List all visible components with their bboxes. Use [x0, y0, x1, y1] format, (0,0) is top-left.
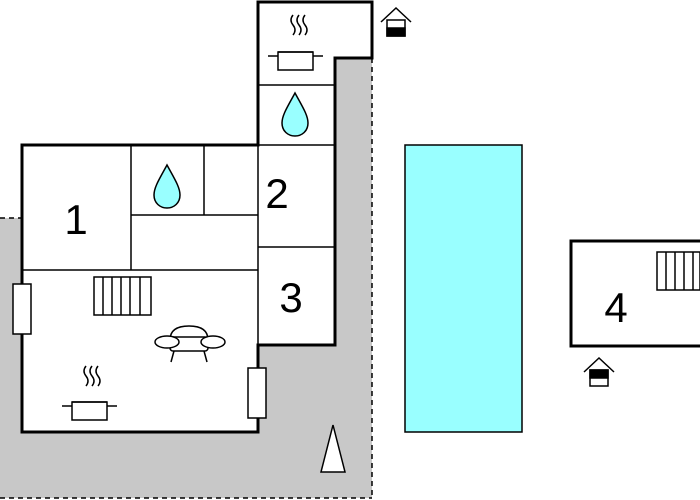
window-right — [247, 367, 267, 419]
room-label-3: 3 — [279, 274, 302, 321]
kitchen-icon — [62, 365, 117, 421]
bathroom-icon — [153, 163, 181, 209]
house-outline — [20, 0, 374, 434]
window-left — [12, 283, 32, 335]
room-label-2: 2 — [265, 170, 288, 217]
bathroom-icon — [281, 91, 309, 137]
north-arrow-icon — [320, 424, 346, 473]
interior-walls — [22, 84, 335, 345]
fireplace-icon — [656, 251, 700, 291]
kitchen-icon — [268, 14, 323, 71]
fireplace-icon — [93, 276, 152, 316]
pool — [404, 144, 523, 433]
terrace — [0, 58, 373, 499]
room-label-1: 1 — [64, 196, 87, 243]
entrance-icon — [380, 6, 412, 37]
entrance-icon — [583, 356, 615, 387]
sofa-icon — [154, 325, 226, 363]
room-label-4: 4 — [604, 284, 627, 331]
